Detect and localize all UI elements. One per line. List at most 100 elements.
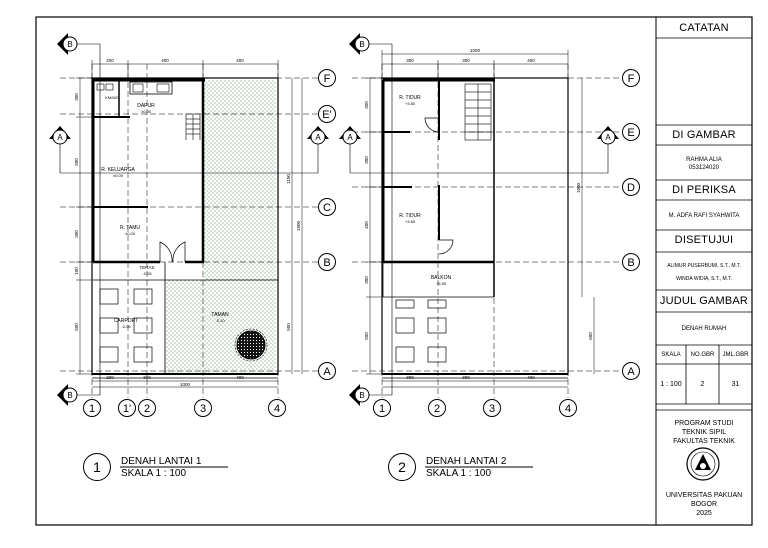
staircase — [185, 113, 201, 140]
dim-label: 1000 — [180, 382, 191, 387]
door-swing — [424, 117, 440, 133]
carport-paving — [395, 299, 447, 363]
section-marker-label: A — [347, 133, 353, 142]
room-label-tamu: R. TAMU — [120, 225, 140, 231]
dim-label: 400 — [527, 375, 535, 380]
kitchen-counter — [129, 81, 173, 95]
catatan-heading: CATATAN — [679, 22, 729, 34]
dim-label: 300 — [462, 58, 470, 63]
room-level: -0.05 — [121, 324, 131, 329]
section-marker-label: B — [67, 40, 72, 49]
section-marker-label: A — [315, 133, 321, 142]
room-label-teras: TERAS — [139, 265, 154, 270]
section-line-a — [59, 138, 319, 174]
grid-col-bubble — [138, 399, 156, 417]
year: 2025 — [696, 510, 712, 517]
wc-fixture — [105, 83, 114, 91]
dim-label: 400 — [527, 58, 535, 63]
dim-label: 1100 — [286, 174, 291, 184]
plan2-outline — [381, 77, 569, 375]
grid-col-bubble-label: 3 — [489, 403, 495, 415]
door-swing — [438, 239, 454, 255]
section-marker — [354, 36, 370, 52]
dim-label: 600 — [588, 332, 593, 340]
dim-label: 1800 — [296, 220, 301, 231]
dims-plan-1 — [76, 60, 303, 388]
grid-col-bubble — [483, 399, 501, 417]
section-marker-label: B — [359, 391, 364, 400]
dim-label: 500 — [286, 323, 291, 331]
grid-col-bubble — [118, 399, 136, 417]
grid-row-bubble — [622, 123, 640, 141]
dim-label: 500 — [74, 158, 79, 166]
grid-row-bubble-label: E' — [322, 109, 331, 121]
grid-col-bubble — [559, 399, 577, 417]
room-level: ±0.00 — [141, 109, 152, 114]
col-skala: SKALA — [661, 352, 681, 358]
col-nogbr: NO.GBR — [690, 352, 715, 358]
dims-plan-2 — [366, 50, 595, 388]
caption-number-2: 2 — [388, 453, 416, 481]
val-nogbr: 2 — [700, 381, 705, 388]
door-swing — [172, 241, 186, 263]
dim-label: 500 — [364, 332, 369, 340]
dim-label: 400 — [364, 221, 369, 229]
grid-col-bubble-label: 4 — [565, 403, 571, 415]
caption-title-1: DENAH LANTAI 1 — [121, 456, 202, 467]
approver-2: WINDA WIDIA, S.T., M.T. — [676, 276, 732, 282]
grid-row-bubble — [318, 105, 336, 123]
section-line-b — [70, 43, 101, 396]
grid-row-bubble — [622, 253, 640, 271]
grid-row-bubble-label: C — [323, 202, 331, 214]
section-marker — [354, 387, 370, 403]
grid-col-bubble-label: 1 — [89, 403, 95, 415]
section-marker — [62, 387, 78, 403]
sheet-border — [35, 16, 753, 526]
tree-symbol — [234, 328, 268, 362]
section-marker-label: A — [605, 133, 611, 142]
garden-hatch — [204, 80, 276, 373]
dim-label: 100 — [74, 267, 79, 275]
dim-label: 200 — [106, 58, 114, 63]
grid-col-bubble — [194, 399, 212, 417]
grid-row-bubble-label: A — [627, 366, 635, 378]
staircase — [464, 83, 492, 141]
grid-row-bubble-label: E — [627, 127, 634, 139]
section-line-a — [349, 138, 609, 174]
room-label-tidur: R. TIDUR — [399, 95, 421, 101]
grid-col-bubble-label: 2 — [434, 403, 440, 415]
section-line-b — [362, 43, 393, 396]
checker-name: M. ADFA RAFI SYAHWITA — [668, 213, 740, 219]
section-marker — [52, 129, 68, 145]
digambar-heading: DI GAMBAR — [672, 129, 736, 141]
dim-label: 300 — [462, 375, 470, 380]
wc-fixture — [96, 83, 105, 91]
dim-label: 300 — [406, 375, 414, 380]
grid-row-bubble — [622, 362, 640, 380]
dim-label: 400 — [236, 375, 244, 380]
prodi-line-2: TEKNIK SIPIL — [681, 429, 727, 436]
room-level: +3.60 — [405, 101, 416, 106]
col-jmlgbr: JML.GBR — [722, 352, 749, 358]
grid-col-bubble-label: 3 — [200, 403, 206, 415]
drawer-name: RAHMA ALIA — [686, 157, 722, 163]
room-level: +3.60 — [405, 219, 416, 224]
section-marker — [600, 129, 616, 145]
room-level: ±0.00 — [113, 173, 124, 178]
section-marker — [62, 36, 78, 52]
title-block-lines — [656, 37, 752, 411]
dim-label: 300 — [364, 101, 369, 109]
grid-col-bubble — [268, 399, 286, 417]
caption-title-2: DENAH LANTAI 2 — [426, 456, 507, 467]
val-jmlgbr: 31 — [731, 381, 740, 388]
room-label-carport: CARPORT — [114, 318, 138, 324]
grid-col-bubble — [373, 399, 391, 417]
dim-label: 400 — [236, 58, 244, 63]
dim-label: 1800 — [576, 182, 581, 193]
plan-lantai-2 — [381, 77, 569, 379]
section-marker-label: B — [359, 40, 364, 49]
